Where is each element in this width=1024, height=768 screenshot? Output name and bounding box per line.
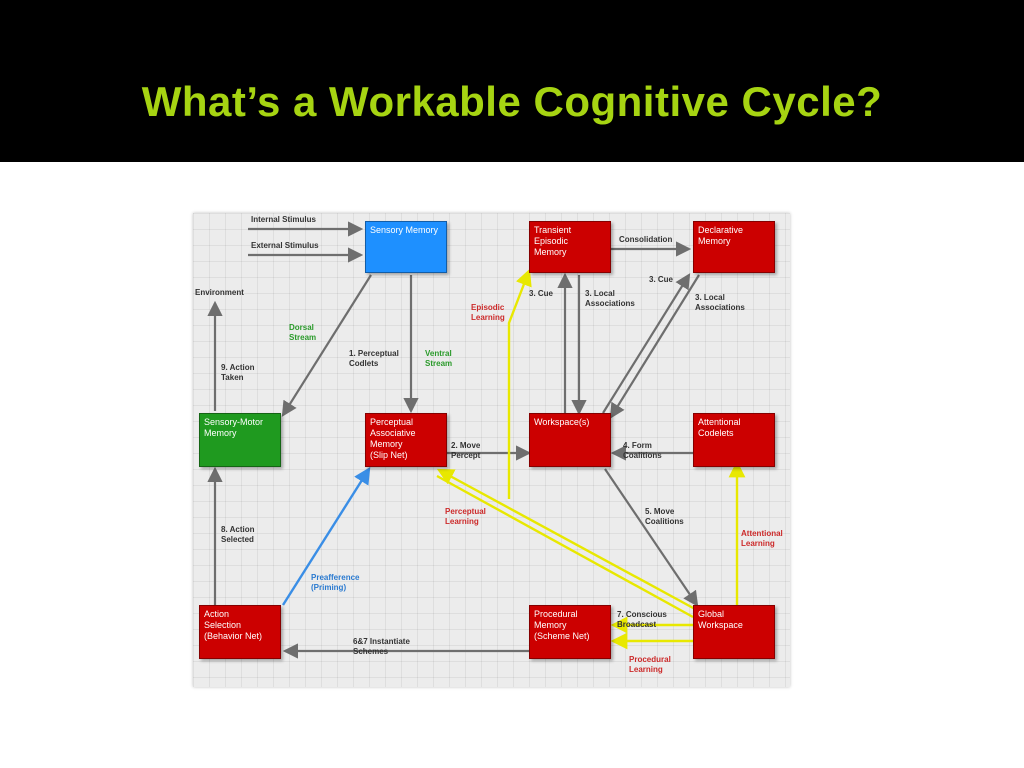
label-episodic-learning: Episodic Learning — [471, 303, 505, 322]
label-dorsal-stream: Dorsal Stream — [289, 323, 317, 342]
label-local-associations-3: 3. Local Associations — [585, 289, 635, 308]
label-preafference: Preafference (Priming) — [311, 573, 360, 592]
label-instantiate-schemes: 6&7 Instantiate Schemes — [353, 637, 410, 656]
label-ventral-stream: Ventral Stream — [425, 349, 453, 368]
attentional-codelets-box: Attentional Codelets — [693, 413, 775, 467]
label-procedural-learning: Procedural Learning — [629, 655, 671, 674]
label-move-percept: 2. Move Percept — [451, 441, 481, 460]
label-internal-stimulus: Internal Stimulus — [251, 215, 316, 224]
workspace-box: Workspace(s) — [529, 413, 611, 467]
label-move-coalitions: 5. Move Coalitions — [645, 507, 684, 526]
declarative-memory-box: Declarative Memory — [693, 221, 775, 273]
arrow-layer — [207, 221, 746, 659]
label-consolidation: Consolidation — [619, 235, 673, 244]
cognitive-cycle-diagram: Sensory Memory Transient Episodic Memory… — [193, 213, 790, 687]
label-cue-3b: 3. Cue — [649, 275, 674, 284]
arrow-local-assoc-declarative — [609, 274, 700, 419]
sensory-memory-box: Sensory Memory — [365, 221, 447, 273]
label-environment: Environment — [195, 288, 244, 297]
label-action-taken: 9. Action Taken — [221, 363, 255, 382]
label-form-coalitions: 4. Form Coalitions — [623, 441, 662, 460]
arrow-episodic-learning — [507, 268, 532, 499]
slide-title: What’s a Workable Cognitive Cycle? — [141, 78, 883, 125]
procedural-memory-box: Procedural Memory (Scheme Net) — [529, 605, 611, 659]
label-action-selected: 8. Action Selected — [221, 525, 255, 544]
global-workspace-box: Global Workspace — [693, 605, 775, 659]
label-conscious-broadcast: 7. Conscious Broadcast — [617, 610, 667, 629]
label-perceptual-learning: Perceptual Learning — [445, 507, 486, 526]
arrow-perceptual-learning-a — [436, 468, 696, 611]
label-external-stimulus: External Stimulus — [251, 241, 319, 250]
label-local-associations-3b: 3. Local Associations — [695, 293, 745, 312]
label-attentional-learning: Attentional Learning — [741, 529, 783, 548]
action-selection-box: Action Selection (Behavior Net) — [199, 605, 281, 659]
arrow-dorsal-stream — [281, 274, 372, 417]
perceptual-associative-memory-box: Perceptual Associative Memory (Slip Net) — [365, 413, 447, 467]
title-bar: What’s a Workable Cognitive Cycle? — [0, 0, 1024, 162]
transient-episodic-memory-box: Transient Episodic Memory — [529, 221, 611, 273]
arrow-perceptual-learning-b — [436, 474, 694, 619]
sensory-motor-memory-box: Sensory-Motor Memory — [199, 413, 281, 467]
label-perceptual-codelets: 1. Perceptual Codlets — [349, 349, 399, 368]
label-cue-3: 3. Cue — [529, 289, 554, 298]
arrow-preafference — [281, 466, 371, 606]
arrow-cue-workspace-declarative — [602, 273, 691, 414]
arrow-move-coalitions — [604, 468, 699, 607]
